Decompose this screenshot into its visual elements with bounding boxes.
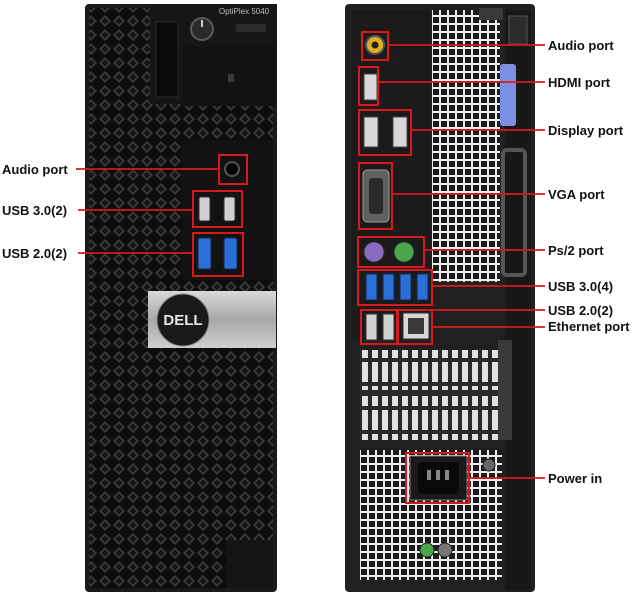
rear-audio-hole [372,42,379,49]
logo-text: DELL [163,312,202,329]
rear-power-label: Power in [548,471,602,486]
rear-hdmi-label: HDMI port [548,75,611,90]
slot-retainer [498,340,512,440]
slot-divider [360,390,502,396]
rear-ethernet-label: Ethernet port [548,319,630,334]
front-labels: Audio port USB 3.0(2) USB 2.0(2) [2,162,68,261]
rear-audio-label: Audio port [548,38,614,53]
rear-labels: Audio port HDMI port Display port VGA po… [548,38,630,486]
rear-usb3-port-1[interactable] [366,274,377,300]
rear-vga-label: VGA port [548,187,605,202]
rear-usb3-port-3[interactable] [400,274,411,300]
front-usb2-port-1[interactable] [198,238,211,269]
rear-usb2-label: USB 2.0(2) [548,303,613,318]
front-usb3-port-1[interactable] [199,197,210,221]
hdmi-port[interactable] [364,74,377,100]
display-port-2[interactable] [393,117,407,147]
ps2-keyboard-port[interactable] [394,242,414,262]
optical-drive-bay [156,22,178,97]
rear-usb2-port-2[interactable] [383,314,394,340]
front-audio-jack[interactable] [225,162,239,176]
front-audio-label: Audio port [2,162,68,177]
rear-latch [479,8,503,20]
rear-usb3-port-2[interactable] [383,274,394,300]
front-usb2-label: USB 2.0(2) [2,246,67,261]
display-port-1[interactable] [364,117,378,147]
vga-pins [369,178,383,214]
ethernet-socket [408,318,424,334]
psu-test-button-icon[interactable] [438,543,452,557]
front-usb3-port-2[interactable] [224,197,235,221]
rear-usb3-port-4[interactable] [417,274,428,300]
front-usb2-port-2[interactable] [224,238,237,269]
front-usb3-label: USB 3.0(2) [2,203,67,218]
rear-ps2-label: Ps/2 port [548,243,604,258]
power-led-icon [420,543,434,557]
front-foot-block [226,540,273,588]
rear-handle [509,16,527,44]
rear-vent-upper [432,10,500,282]
model-label: OptiPlex 5040 [219,7,270,16]
rear-display-label: Display port [548,123,624,138]
rear-usb2-port-1[interactable] [366,314,377,340]
ps2-mouse-port[interactable] [364,242,384,262]
power-pin-2 [436,470,440,480]
drive-eject-slot [236,24,266,32]
power-pin-1 [427,470,431,480]
rear-usb3-label: USB 3.0(4) [548,279,613,294]
power-pin-3 [445,470,449,480]
front-chassis: OptiPlex 5040 DELL [85,4,277,592]
psu-screw-icon [483,459,495,471]
blue-release-tab [500,64,516,126]
hdd-activity-icon [228,74,234,82]
